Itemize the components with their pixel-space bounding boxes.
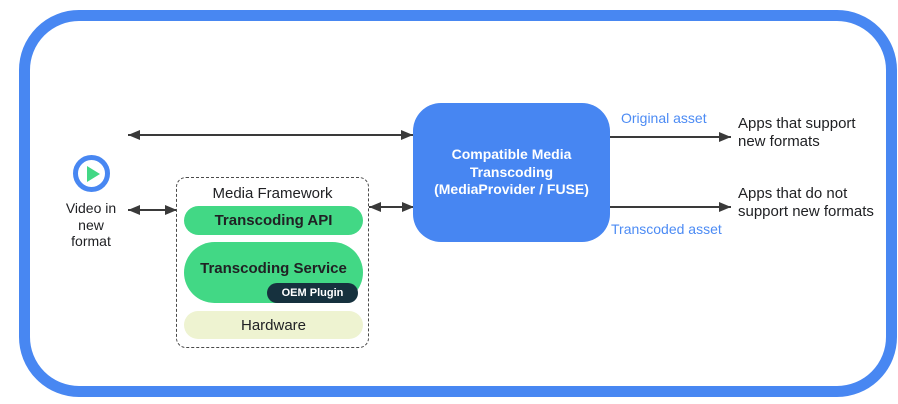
arrow-framework-transcoder bbox=[369, 202, 414, 212]
transcoding-service-label: Transcoding Service bbox=[200, 260, 347, 277]
media-framework-box: Media Framework Transcoding API Transcod… bbox=[176, 177, 369, 348]
apps-support-label: Apps that support new formats bbox=[738, 115, 856, 150]
apps-no-support-label: Apps that do not support new formats bbox=[738, 185, 874, 220]
oem-plugin-pill: OEM Plugin bbox=[267, 283, 358, 303]
outer-frame bbox=[19, 10, 897, 397]
video-source-label: Video in new format bbox=[65, 200, 117, 249]
arrow-top-bidirectional bbox=[128, 130, 413, 140]
transcoding-service-pill: Transcoding Service OEM Plugin bbox=[184, 242, 363, 303]
play-triangle-icon bbox=[87, 165, 100, 182]
media-framework-title: Media Framework bbox=[212, 185, 333, 202]
arrow-original-asset bbox=[610, 132, 731, 142]
arrow-source-framework bbox=[128, 205, 177, 215]
transcoding-api-pill: Transcoding API bbox=[184, 206, 363, 235]
arrow-transcoded-asset bbox=[610, 202, 731, 212]
transcoded-asset-label: Transcoded asset bbox=[611, 221, 722, 237]
compatible-media-transcoding-box: Compatible Media Transcoding (MediaProvi… bbox=[413, 103, 610, 242]
play-icon bbox=[73, 155, 110, 192]
hardware-pill: Hardware bbox=[184, 311, 363, 339]
original-asset-label: Original asset bbox=[621, 110, 707, 126]
